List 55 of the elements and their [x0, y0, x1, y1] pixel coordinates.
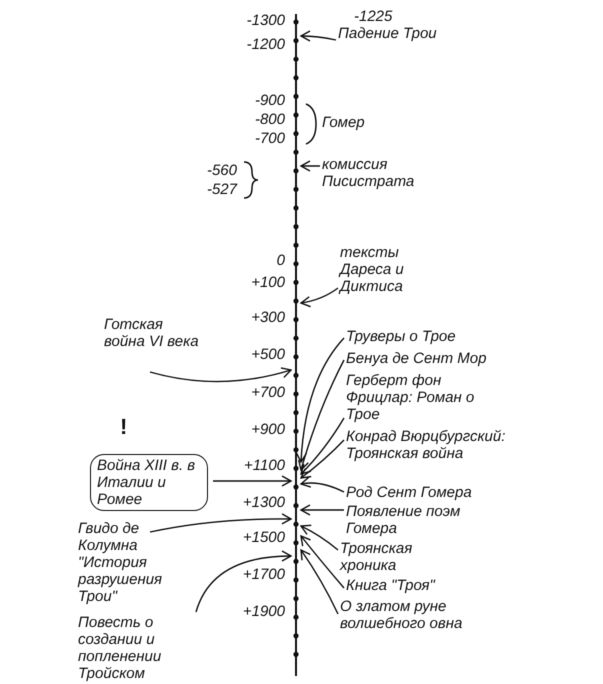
- year-label: +100: [251, 274, 285, 291]
- year-label: +700: [251, 384, 285, 401]
- arrow: [300, 549, 339, 614]
- arrow: [300, 160, 320, 172]
- year-label: -1225: [353, 8, 394, 25]
- year-label: +300: [251, 309, 285, 326]
- event-text: Готская война VI века: [104, 316, 200, 350]
- arrow: [300, 524, 338, 551]
- event-text: Гвидо де Колумна "История разрушения Трои": [78, 520, 164, 605]
- year-label: +1100: [244, 457, 285, 474]
- year-label: -700: [254, 130, 285, 147]
- event-text: Конрад Вюрцбургский: Троянская война: [346, 428, 506, 462]
- event-text: О златом руне волшебного овна: [340, 598, 464, 632]
- event-text: Герберт фон Фрицлар: Роман о Трое: [346, 372, 476, 423]
- arrow: [300, 30, 336, 42]
- year-label: +500: [251, 346, 285, 363]
- arrow: [298, 360, 345, 471]
- event-text: Война XIII в. в Италии и Ромее: [97, 457, 196, 508]
- year-label: -800: [254, 111, 285, 128]
- annotation-text: Гомер: [322, 114, 365, 131]
- event-text: Падение Трои: [338, 25, 438, 42]
- year-label: +1500: [242, 529, 285, 546]
- year-label: -1300: [246, 12, 285, 29]
- event-text: Книга "Троя": [346, 577, 436, 594]
- event-text: Троянская хроника: [340, 540, 414, 574]
- year-label: -560: [206, 162, 237, 179]
- arrow: [300, 418, 345, 475]
- exclamation-mark: !: [120, 418, 128, 435]
- year-label: +1300: [242, 494, 285, 511]
- year-label: -900: [254, 92, 285, 109]
- arrow: [300, 504, 344, 516]
- arrow: [300, 476, 344, 493]
- year-label: -527: [206, 181, 237, 198]
- year-label: -1200: [246, 36, 285, 53]
- year-label: +1700: [242, 566, 285, 583]
- arrow: [150, 513, 292, 533]
- arrow: [300, 440, 344, 479]
- year-label: +1900: [242, 603, 285, 620]
- arrow: [300, 287, 338, 308]
- arrow: [300, 535, 345, 588]
- arrow: [195, 550, 292, 612]
- event-text: Труверы о Трое: [346, 328, 457, 345]
- arrow: [296, 338, 345, 463]
- event-text: тексты Дареса и Диктиса: [340, 244, 405, 295]
- event-text: Бенуа де Сент Мор: [346, 350, 488, 367]
- timeline-axis: [292, 14, 300, 678]
- year-label: 0: [276, 252, 285, 269]
- arrow: [150, 366, 292, 382]
- event-text: Повесть о создании и попленении Тройском: [78, 614, 162, 682]
- event-text: комиссия Писистрата: [322, 156, 416, 190]
- speech-bubble: [90, 454, 208, 511]
- event-text: Род Сент Гомера: [346, 484, 473, 501]
- event-text: Появление поэм Гомера: [346, 503, 462, 537]
- arrow: [213, 475, 292, 487]
- year-label: +900: [251, 421, 285, 438]
